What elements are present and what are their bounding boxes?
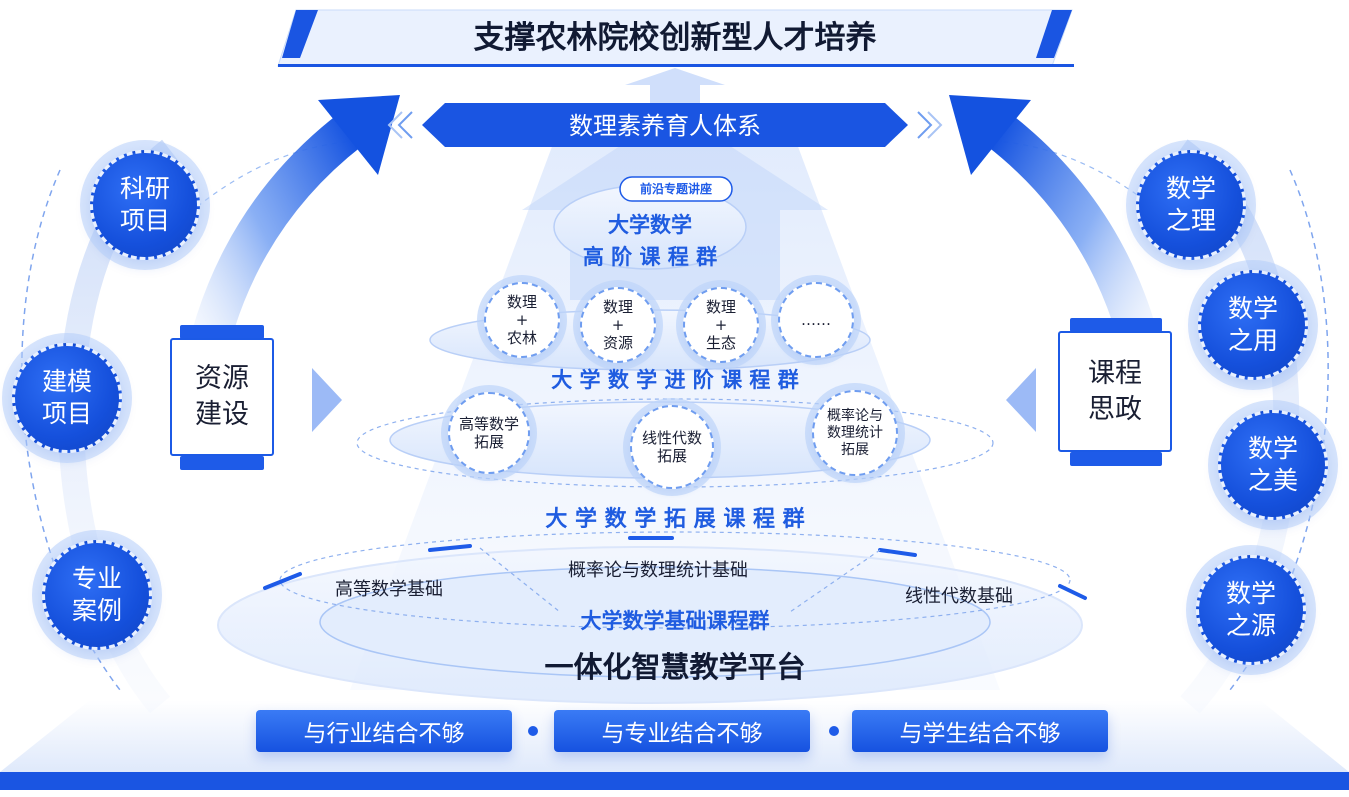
intermediate-group-label: 大 学 数 学 进 阶 课 程 群 bbox=[551, 368, 799, 392]
ideology-course-box: 课程 思政 bbox=[1058, 331, 1172, 452]
main-title: 支撑农林院校创新型人才培养 bbox=[473, 20, 877, 56]
extension-item-linear-algebra: 线性代数 拓展 bbox=[630, 405, 714, 489]
resource-building-box: 资源 建设 bbox=[170, 338, 274, 456]
platform-label: 一体化智慧教学平台 bbox=[544, 650, 806, 684]
foundation-item-calculus: 高等数学基础 bbox=[335, 579, 443, 600]
left-box-bottom-cap bbox=[180, 456, 264, 470]
foundation-item-linear-algebra: 线性代数基础 bbox=[905, 586, 1013, 607]
intermediate-item-more: …… bbox=[778, 282, 854, 358]
right-box-top-cap bbox=[1070, 318, 1162, 332]
lecture-tag: 前沿专题讲座 bbox=[639, 182, 712, 196]
right-box-bottom-cap bbox=[1070, 452, 1162, 466]
intermediate-item-agri: 数理 + 农林 bbox=[484, 282, 560, 358]
foundation-group-label: 大学数学基础课程群 bbox=[580, 609, 770, 633]
left-circle-research: 科研 项目 bbox=[90, 150, 200, 260]
issue-student: 与学生结合不够 bbox=[852, 710, 1108, 752]
left-box-top-cap bbox=[180, 325, 264, 339]
intermediate-item-ecology: 数理 + 生态 bbox=[683, 287, 759, 363]
left-circle-modeling: 建模 项目 bbox=[12, 343, 122, 453]
advanced-group-line1: 大学数学 bbox=[608, 213, 692, 237]
system-banner: 数理素养育人体系 bbox=[569, 112, 761, 140]
right-circle-principle: 数学 之理 bbox=[1136, 150, 1246, 260]
right-circle-application: 数学 之用 bbox=[1198, 270, 1308, 380]
right-circle-origin: 数学 之源 bbox=[1196, 555, 1306, 665]
issue-industry: 与行业结合不够 bbox=[256, 710, 512, 752]
intermediate-item-resource: 数理 + 资源 bbox=[580, 287, 656, 363]
left-circle-case: 专业 案例 bbox=[42, 540, 152, 650]
separator-dot bbox=[829, 726, 839, 736]
extension-group-label: 大 学 数 学 拓 展 课 程 群 bbox=[545, 507, 805, 532]
extension-item-calculus: 高等数学 拓展 bbox=[448, 392, 530, 474]
separator-dot bbox=[528, 726, 538, 736]
foundation-item-probability: 概率论与数理统计基础 bbox=[568, 560, 748, 581]
issue-major: 与专业结合不够 bbox=[554, 710, 810, 752]
advanced-group-line2: 高 阶 课 程 群 bbox=[582, 245, 718, 269]
right-circle-beauty: 数学 之美 bbox=[1218, 410, 1328, 520]
extension-item-probability: 概率论与 数理统计 拓展 bbox=[812, 390, 898, 476]
